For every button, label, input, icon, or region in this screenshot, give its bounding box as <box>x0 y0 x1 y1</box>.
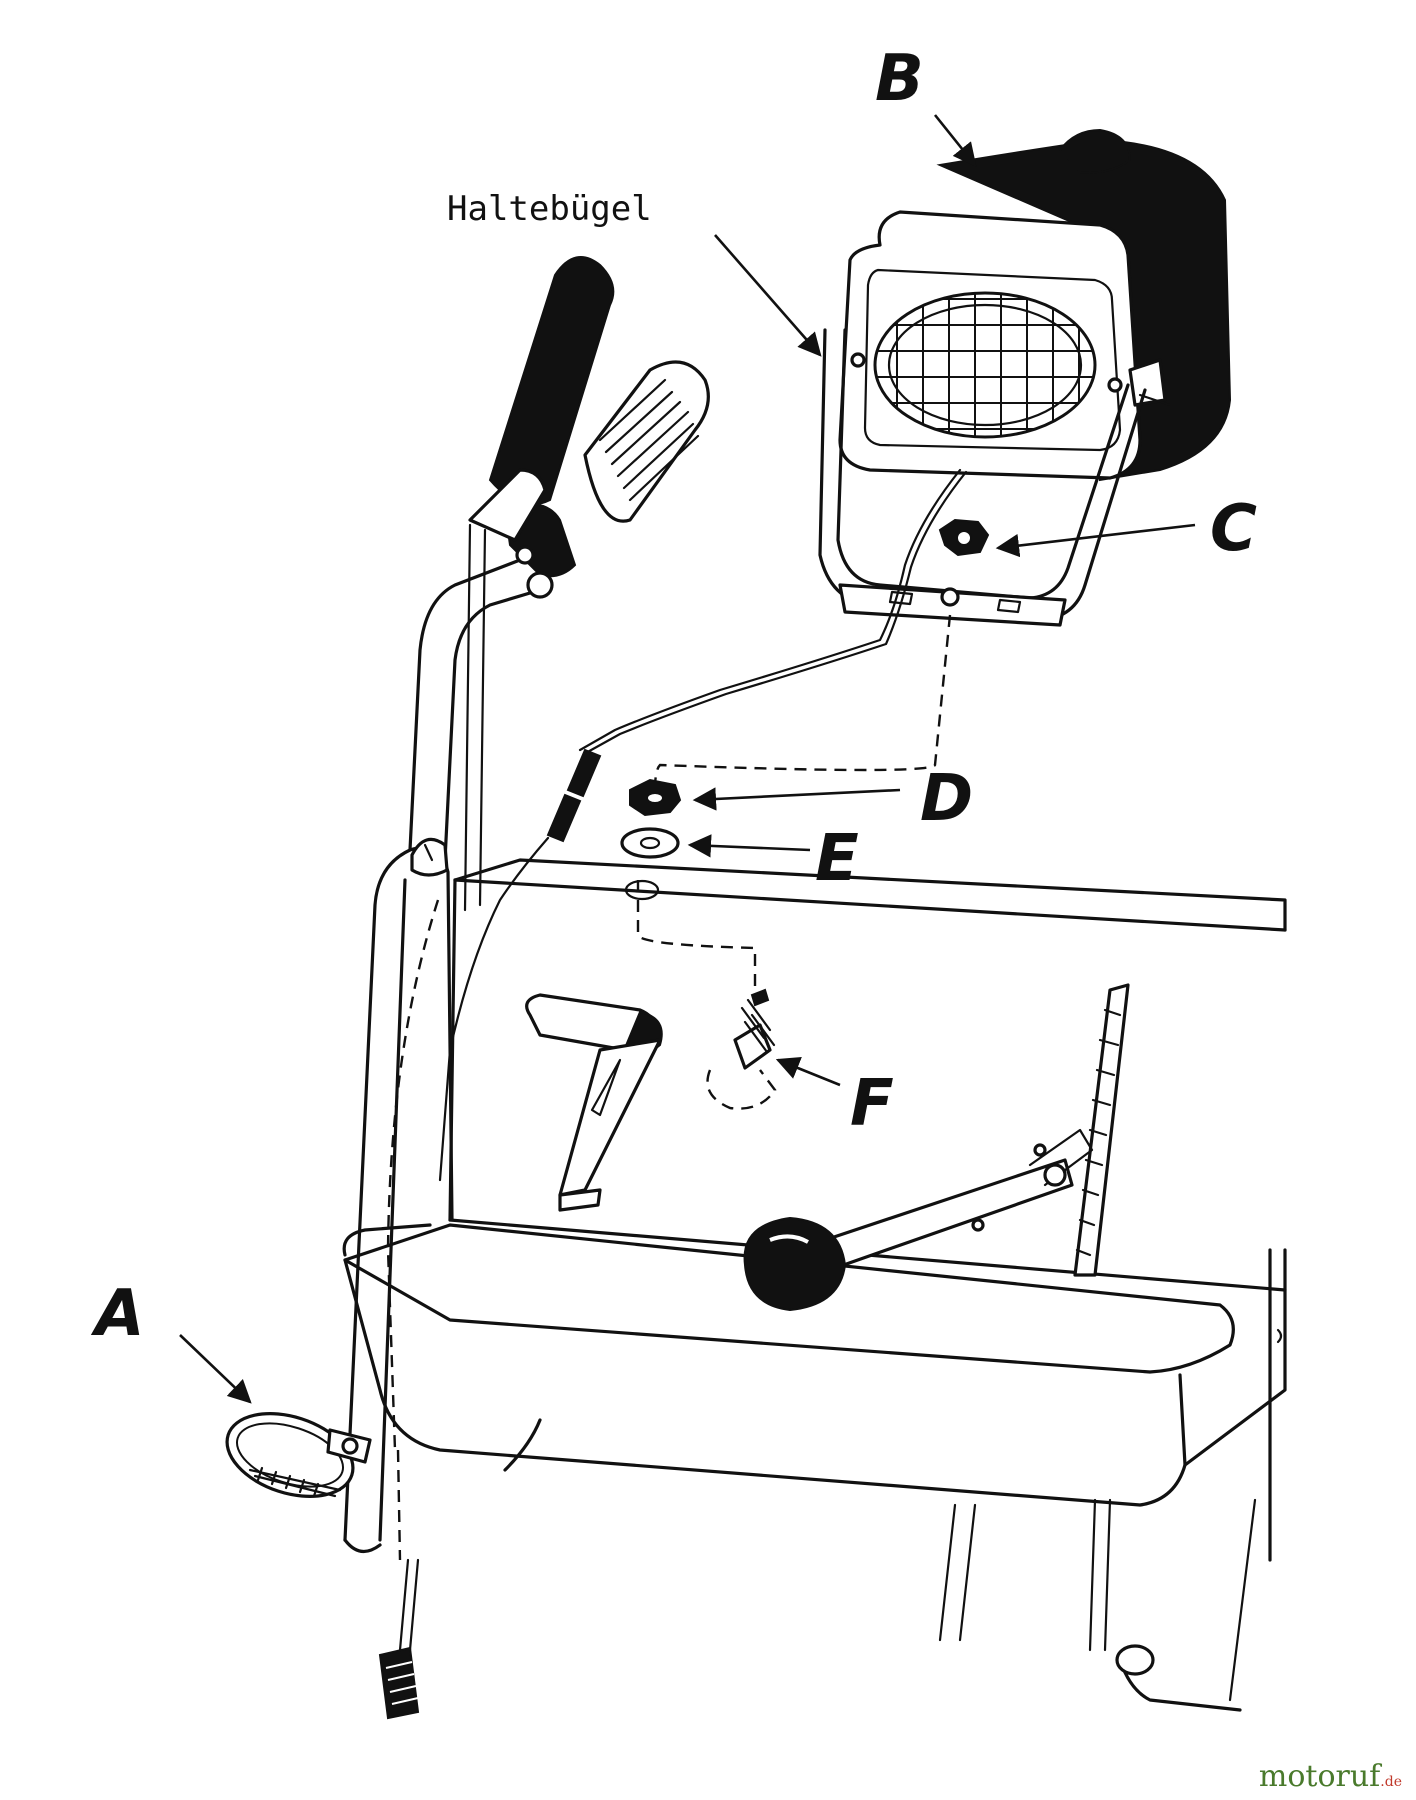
handlebar <box>343 558 542 1553</box>
label-b: B <box>875 42 924 116</box>
cable-plug <box>378 1558 420 1720</box>
nut-d <box>629 778 682 817</box>
watermark-name: motoruf <box>1258 1759 1381 1794</box>
hose-clamp-a <box>225 1412 372 1498</box>
lamp-cable <box>438 468 968 1182</box>
bolt-f <box>706 988 777 1110</box>
watermark-tld: .de <box>1380 1774 1402 1790</box>
label-c: C <box>1210 492 1257 566</box>
mounting-hole <box>624 879 660 901</box>
choke-lever <box>525 993 663 1212</box>
washer-e <box>620 827 680 859</box>
handle-grips <box>463 256 710 912</box>
mounting-path <box>386 614 952 1561</box>
adjust-lever <box>743 983 1130 1312</box>
nut-c <box>938 518 990 557</box>
label-d: D <box>920 762 973 836</box>
label-e: E <box>815 822 859 896</box>
headlight <box>838 128 1232 482</box>
label-haltebuegel: Haltebügel <box>447 189 652 229</box>
site-watermark: motoruf.de <box>1259 1759 1402 1794</box>
label-a: A <box>90 1277 145 1351</box>
callout-arrows <box>179 114 1196 1404</box>
label-f: F <box>850 1067 894 1141</box>
